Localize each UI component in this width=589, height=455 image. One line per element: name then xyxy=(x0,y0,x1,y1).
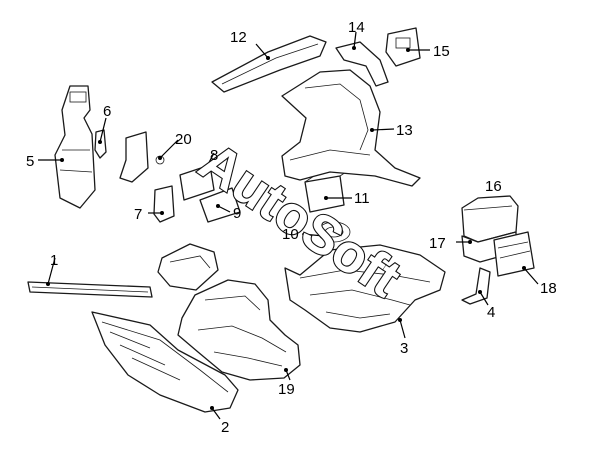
part-7-bracket xyxy=(153,185,175,223)
callout-18: 18 xyxy=(540,280,557,297)
callout-2: 2 xyxy=(221,419,229,436)
callout-11: 11 xyxy=(354,190,370,207)
callout-17: 17 xyxy=(429,235,446,252)
part-19-underfloor-panel xyxy=(177,279,301,381)
part-10-hose xyxy=(317,221,351,243)
part-8-bracket xyxy=(155,155,215,201)
part-14-brace xyxy=(335,41,389,87)
callout-10: 10 xyxy=(282,226,299,243)
callout-13: 13 xyxy=(396,122,413,139)
callout-14: 14 xyxy=(348,19,365,36)
callout-7: 7 xyxy=(134,206,142,223)
callout-6: 6 xyxy=(103,103,111,120)
callout-labels: 1 2 3 4 5 6 7 8 9 10 11 12 13 14 15 16 1… xyxy=(26,19,557,436)
part-18-control-module xyxy=(493,231,535,277)
callout-1: 1 xyxy=(50,252,58,269)
part-12-upper-rail xyxy=(211,35,327,93)
part-1-sill-strip xyxy=(27,281,153,298)
callout-8: 8 xyxy=(210,147,218,164)
leader-lines xyxy=(38,31,539,420)
callout-12: 12 xyxy=(230,29,247,46)
part-9-lower-bracket xyxy=(199,187,241,223)
part-15-cover xyxy=(385,27,421,67)
part-13-front-structure xyxy=(281,69,421,187)
callout-16: 16 xyxy=(485,178,502,195)
callout-4: 4 xyxy=(487,304,495,321)
part-4-bracket xyxy=(461,267,491,305)
part-2-front-underbody-panel xyxy=(91,311,239,413)
part-5-reservoir xyxy=(54,85,96,209)
callout-19: 19 xyxy=(278,381,295,398)
part-20-bracket xyxy=(119,131,149,183)
callout-3: 3 xyxy=(400,340,408,357)
part-3-floor-tray xyxy=(284,244,446,333)
callout-15: 15 xyxy=(433,43,450,60)
callout-20: 20 xyxy=(175,131,192,148)
part-6-sensor xyxy=(94,129,107,159)
part-floor-insert xyxy=(157,243,219,291)
callout-5: 5 xyxy=(26,153,34,170)
leader-dots xyxy=(46,46,526,410)
callout-9: 9 xyxy=(233,205,241,222)
